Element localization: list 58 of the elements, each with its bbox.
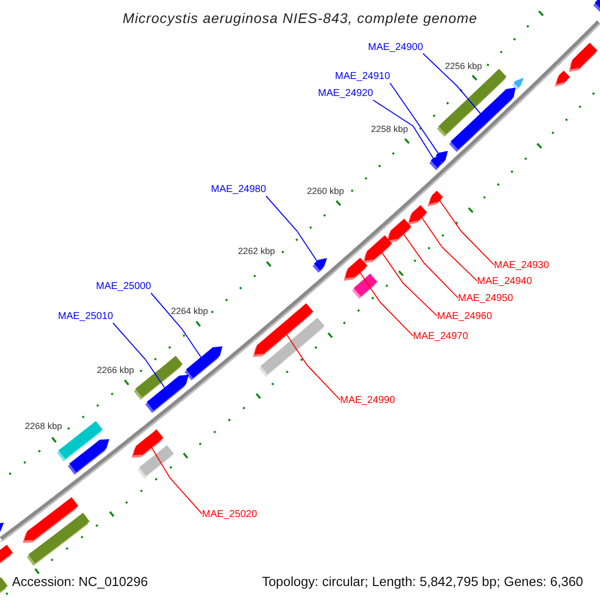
feature-bar: [259, 318, 325, 377]
gene-label: MAE_24960: [437, 311, 492, 323]
leader-line: [390, 82, 439, 154]
gene-block: [0, 544, 13, 564]
feature-bar: [352, 274, 378, 299]
gene-block: [386, 218, 412, 243]
gene-label: MAE_24920: [318, 88, 374, 100]
gene-block: [68, 439, 110, 475]
gene-label: MAE_24930: [494, 260, 550, 272]
gene-block: [428, 190, 443, 206]
leader-line: [286, 334, 340, 400]
scale-label: 2262 kbp: [238, 245, 276, 257]
leader-line: [112, 322, 165, 388]
gene-label: MAE_25020: [202, 509, 258, 521]
leader-line: [151, 447, 202, 514]
gene-block: [145, 374, 189, 413]
gene-label: MAE_24940: [477, 276, 532, 288]
leader-line: [421, 217, 478, 282]
footer-note: Accession: NC_010296: [10, 574, 150, 589]
gene-block: [344, 258, 368, 281]
gene-block: [312, 258, 328, 273]
feature-bar: [138, 445, 174, 478]
footer-note: Topology: circular; Length: 5,842,795 bp; Genes: 6,360: [260, 574, 586, 589]
scale-label: 2256 kbp: [445, 60, 482, 72]
gene-block: [512, 78, 524, 90]
scale-label: 2266 kbp: [97, 364, 134, 376]
gene-block: [184, 346, 222, 380]
gene-block: [0, 522, 4, 532]
gene-block: [449, 88, 516, 152]
gene-label: MAE_24980: [211, 184, 266, 196]
gene-block: [363, 235, 392, 264]
leader-line: [372, 100, 434, 159]
gene-block: [593, 0, 600, 12]
gene-label: MAE_24910: [335, 71, 390, 83]
scale-label: 2268 kbp: [25, 420, 62, 432]
gene-label: MAE_24970: [413, 331, 468, 343]
gene-label: MAE_24900: [368, 42, 424, 54]
leader-line: [266, 196, 318, 262]
scale-label: 2260 kbp: [307, 185, 344, 197]
gene-label: MAE_25010: [58, 311, 114, 323]
gene-block: [408, 205, 428, 225]
leader-line: [381, 252, 438, 316]
leader-line: [439, 200, 494, 266]
gene-block: [429, 156, 443, 170]
leader-line: [360, 272, 414, 336]
feature-bar: [0, 577, 8, 594]
leader-line: [150, 292, 202, 358]
gene-label: MAE_24950: [458, 293, 514, 305]
scale-label: 2258 kbp: [371, 123, 408, 135]
scale-label: 2264 kbp: [171, 305, 208, 317]
gene-block: [554, 70, 570, 87]
gene-label: MAE_25000: [96, 281, 152, 293]
diagram-title: Microcystis aeruginosa NIES-843, complete genome: [122, 10, 478, 26]
gene-block: [568, 42, 598, 72]
leader-line: [422, 53, 481, 114]
feature-bar: [26, 512, 90, 566]
leader-line: [403, 234, 458, 298]
gene-label: MAE_24990: [340, 395, 396, 407]
